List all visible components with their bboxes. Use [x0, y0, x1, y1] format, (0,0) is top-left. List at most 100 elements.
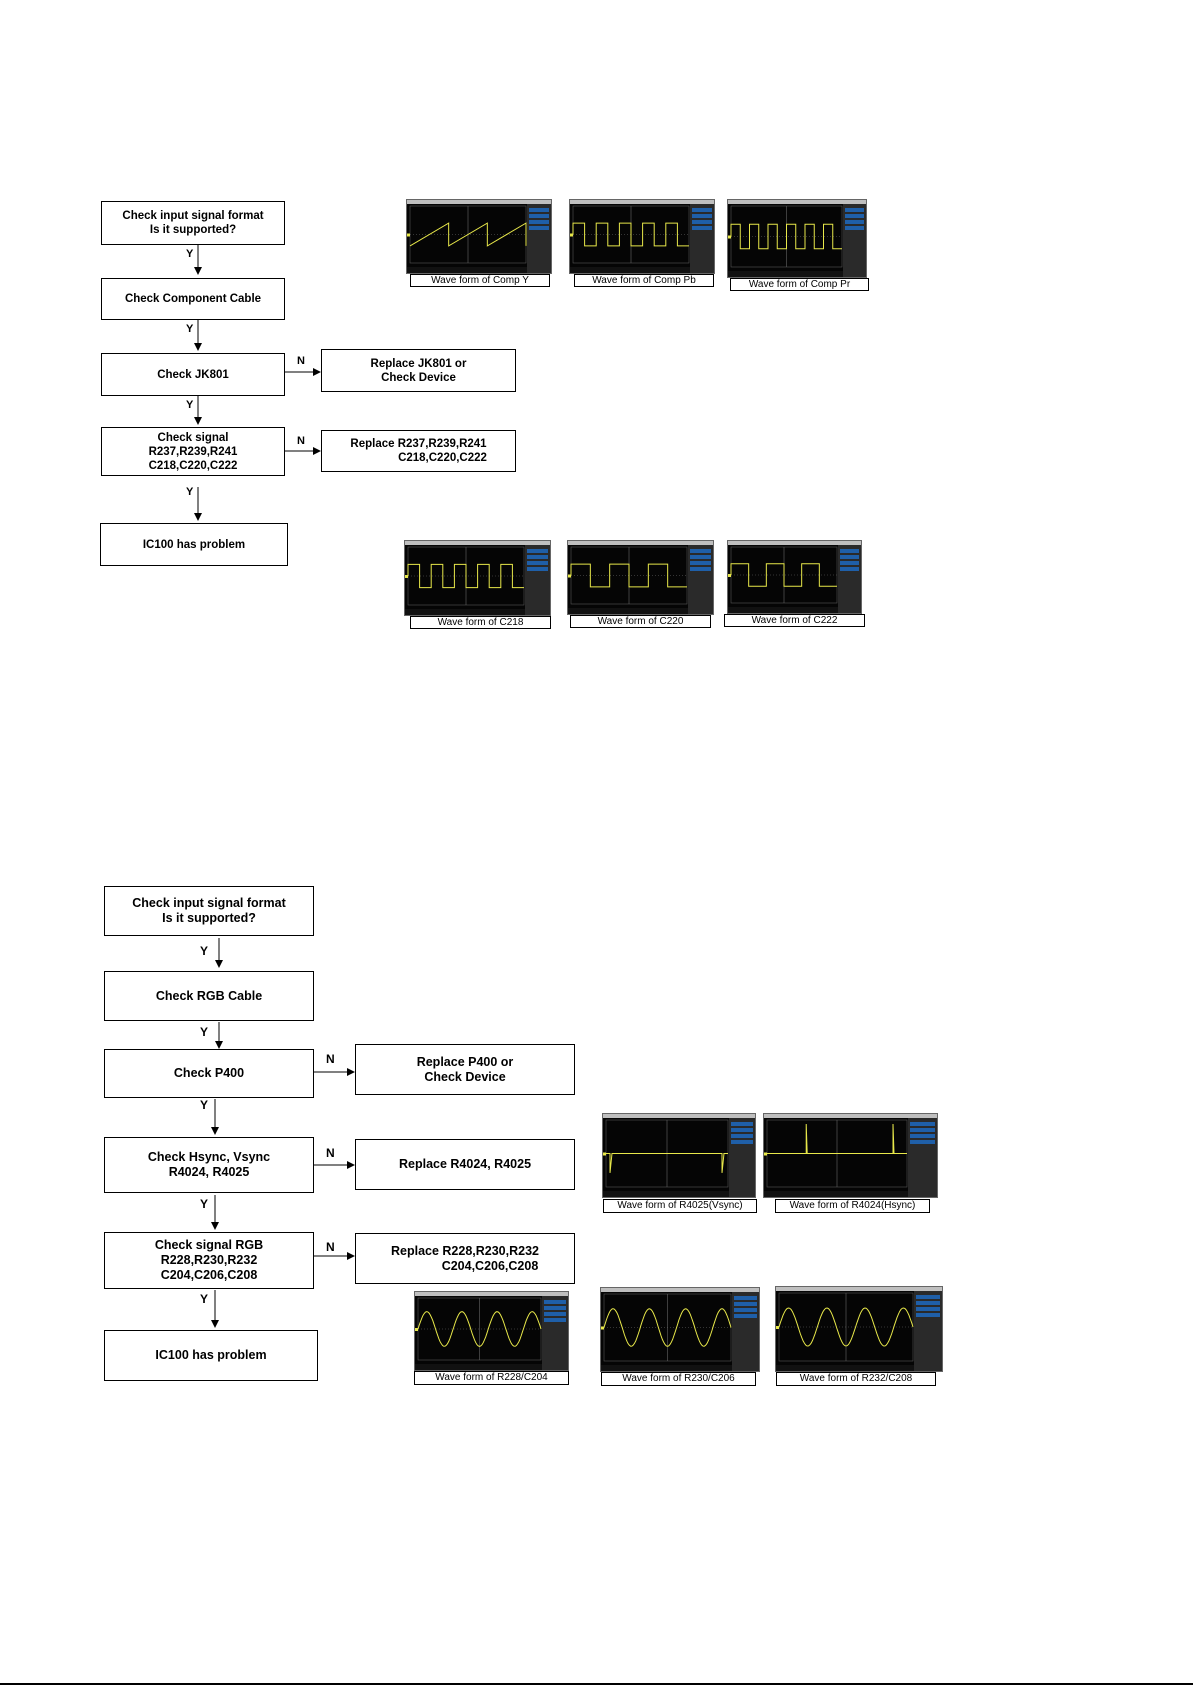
caption-comp-pr: Wave form of Comp Pr [730, 278, 869, 291]
scope-comp-y [406, 199, 552, 274]
scope-screen [764, 1114, 937, 1197]
check-signal-box: Check signal R237,R239,R241 C218,C220,C2… [101, 427, 285, 476]
scope-panel-button [845, 220, 864, 224]
no-label: N [326, 1146, 335, 1160]
box-line: Replace JK801 or [370, 357, 467, 370]
box-line: C204,C206,C208 [441, 1258, 539, 1273]
scope-comp-pb [569, 199, 715, 274]
box-line: IC100 has problem [155, 1348, 267, 1362]
scope-panel-button [692, 214, 712, 218]
box-line: Check Device [424, 1069, 506, 1084]
scope-screen [405, 541, 550, 615]
scope-panel-button [910, 1128, 935, 1132]
caption-c220: Wave form of C220 [570, 615, 711, 628]
scope-trace [570, 563, 687, 588]
replace-p400-box: Replace P400 or Check Device [355, 1044, 575, 1095]
scope-panel-button [690, 549, 711, 553]
check-rgb-cable-box: Check RGB Cable [104, 971, 314, 1021]
scope-menubar [570, 200, 714, 204]
scope-trace [417, 1311, 542, 1347]
scope-panel-button [840, 561, 859, 565]
ic100-problem-box-rgb: IC100 has problem [104, 1330, 318, 1381]
scope-menubar [776, 1287, 942, 1291]
no-label: N [326, 1240, 335, 1254]
check-rgb-signal-box: Check signal RGB R228,R230,R232 C204,C20… [104, 1232, 314, 1289]
scope-status-bar [603, 1191, 729, 1197]
caption-r4025-vsync: Wave form of R4025(Vsync) [603, 1199, 757, 1213]
scope-panel-button [840, 549, 859, 553]
box-line: R4024, R4025 [168, 1165, 250, 1179]
box-line: C204,C206,C208 [160, 1268, 258, 1282]
scope-status-bar [568, 608, 688, 614]
scope-marker [407, 233, 410, 237]
yes-label: Y [186, 486, 194, 498]
scope-panel-button [529, 208, 549, 212]
scope-panel-button [916, 1301, 940, 1305]
box-line: Check Device [381, 371, 456, 384]
no-label: N [326, 1052, 335, 1066]
check-sync-box: Check Hsync, Vsync R4024, R4025 [104, 1137, 314, 1193]
box-line: Check RGB Cable [155, 988, 263, 1003]
scope-panel-button [845, 226, 864, 230]
scope-marker [601, 1326, 604, 1330]
box-line: Check JK801 [157, 368, 229, 381]
scope-panel-button [840, 555, 859, 559]
scope-c220 [567, 540, 714, 615]
scope-trace [767, 1123, 907, 1154]
scope-panel-button [734, 1314, 757, 1318]
scope-trace [409, 222, 527, 247]
scope-menubar [407, 200, 551, 204]
check-input-format-box-rgb: Check input signal format Is it supporte… [104, 886, 314, 936]
scope-panel-button [544, 1306, 566, 1310]
scope-r230-c206 [600, 1287, 760, 1372]
scope-panel-button [692, 226, 712, 230]
yes-label: Y [186, 248, 194, 260]
scope-panel-button [692, 208, 712, 212]
caption-r228-c204: Wave form of R228/C204 [414, 1371, 569, 1385]
box-line: Check input signal format [132, 896, 286, 910]
scope-panel-button [910, 1140, 935, 1144]
scope-panel-button [731, 1122, 753, 1126]
scope-menubar [601, 1288, 759, 1292]
caption-comp-pb: Wave form of Comp Pb [574, 274, 714, 287]
scope-screen [407, 200, 551, 273]
scope-status-bar [764, 1191, 908, 1197]
scope-screen [728, 541, 861, 613]
scope-trace [730, 563, 837, 587]
box-line: Check P400 [173, 1066, 245, 1080]
scope-marker [405, 575, 408, 578]
check-input-format-box: Check input signal format Is it supporte… [101, 201, 285, 245]
scope-panel-button [527, 567, 548, 571]
box-line: R237,R239,R241 [148, 445, 238, 458]
scope-marker [728, 235, 731, 239]
scope-panel-button [734, 1296, 757, 1300]
scope-screen [568, 541, 713, 614]
scope-panel-button [731, 1134, 753, 1138]
scope-panel-button [692, 220, 712, 224]
yes-label: Y [200, 1197, 209, 1211]
scope-screen [603, 1114, 755, 1197]
scope-menubar [568, 541, 713, 545]
scope-panel-button [690, 561, 711, 565]
scope-panel-button [840, 567, 859, 571]
scope-trace [407, 563, 524, 589]
box-line: Check signal [157, 431, 229, 444]
caption-r232-c208: Wave form of R232/C208 [776, 1372, 936, 1386]
replace-rgb-box: Replace R228,R230,R232 C204,C206,C208 [355, 1233, 575, 1284]
scope-marker [776, 1326, 779, 1329]
scope-panel-button [529, 226, 549, 230]
scope-panel-button [527, 549, 548, 553]
scope-panel-button [916, 1313, 940, 1317]
scope-marker [570, 233, 573, 237]
scope-trace [572, 222, 689, 247]
scope-comp-pr [727, 199, 867, 278]
scope-status-bar [728, 607, 838, 613]
caption-comp-y: Wave form of Comp Y [410, 274, 550, 287]
scope-r4025-vsync [602, 1113, 756, 1198]
box-line: C218,C220,C222 [148, 459, 238, 472]
yes-label: Y [200, 1025, 209, 1039]
yes-label: Y [200, 1098, 209, 1112]
scope-panel-button [690, 555, 711, 559]
scope-panel-button [910, 1122, 935, 1126]
scope-trace [606, 1153, 728, 1173]
